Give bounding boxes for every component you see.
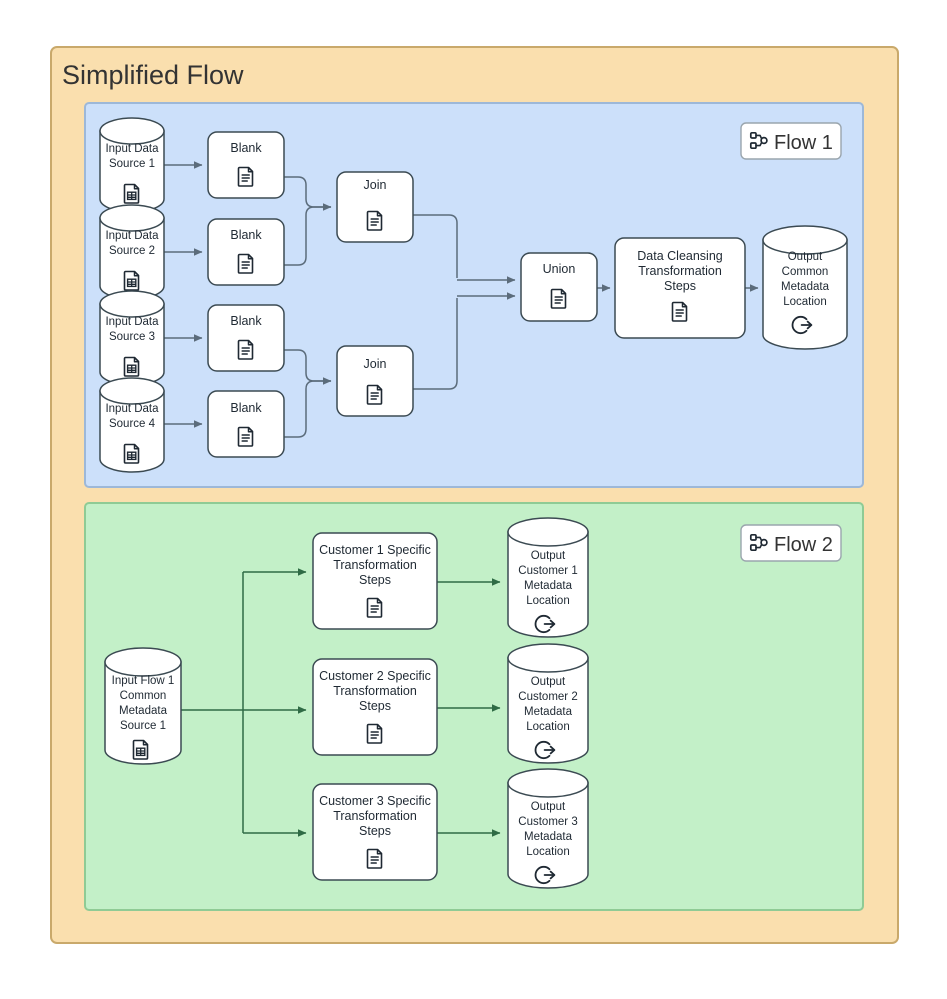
node-label-line: Metadata [524,580,573,592]
edge-join2-trunk [412,298,458,390]
node-label-line: Data Cleansing [637,249,723,263]
flow1-blank-4[interactable]: Blank [207,390,285,458]
node-label-line: Transformation [333,558,417,572]
flow2-input-flow1-common-metadata[interactable]: Input Flow 1 Common Metadata Source 1 [104,647,182,765]
page-title: Simplified Flow [62,60,244,90]
node-label-line: Steps [664,279,696,293]
flow1-input-source-1[interactable]: Input Data Source 1 [99,117,165,213]
node-label-line: Source 3 [109,331,155,343]
node-label-line: Customer 2 Specific [319,669,431,683]
node-label-line: Location [526,721,569,733]
node-label-line: Metadata [524,831,573,843]
flow2-output-customer-2[interactable]: Output Customer 2 Metadata Location [507,643,589,764]
flow2-badge-label: Flow 2 [774,534,833,556]
document-icon [366,384,383,405]
node-label-line: Input Data [105,316,159,328]
node-label-line: Common [782,266,829,278]
node-label-line: Customer 1 Specific [319,543,431,557]
node-label-line: Blank [230,314,262,328]
node-label-line: Join [364,178,387,192]
flow1-join-1[interactable]: Join [336,171,414,243]
node-label-line: Blank [230,401,262,415]
edge-blank2-join1 [284,206,331,266]
edge-blank3-join2 [284,349,332,385]
flow2-transform-customer-2[interactable]: Customer 2 Specific Transformation Steps [312,658,438,756]
flow1-union[interactable]: Union [520,252,598,322]
document-icon [237,253,254,274]
node-label-line: Customer 3 [518,816,577,828]
flow1-join-2[interactable]: Join [336,345,414,417]
node-label-line: Steps [359,573,391,587]
node-label-line: Source 1 [120,720,166,732]
table-file-icon [123,356,140,377]
flow1-input-source-3[interactable]: Input Data Source 3 [99,290,165,386]
document-icon [671,301,688,322]
flow1-input-source-2[interactable]: Input Data Source 2 [99,204,165,300]
node-label-line: Join [364,357,387,371]
flow1-blank-1[interactable]: Blank [207,131,285,199]
table-file-icon [123,443,140,464]
document-icon [550,288,567,309]
table-file-icon [123,270,140,291]
node-label-line: Input Data [105,143,159,155]
flow2-edges [176,568,501,837]
flow1-panel [84,102,864,488]
node-label-line: Source 4 [109,418,156,430]
edge-blank4-join2 [284,380,331,438]
node-label-line: Metadata [524,706,573,718]
node-label-line: Customer 3 Specific [319,794,431,808]
node-label-line: Input Data [105,230,159,242]
node-label-line: Metadata [119,705,168,717]
node-label-line: Input Flow 1 [112,675,175,687]
edge-join1-trunk [412,214,458,278]
edge-blank1-join1 [284,176,332,211]
node-label-line: Transformation [333,809,417,823]
node-label-line: Output [531,550,566,562]
flow1-output-common-metadata[interactable]: Output Common Metadata Location [762,225,848,350]
flow2-transform-customer-3[interactable]: Customer 3 Specific Transformation Steps [312,783,438,881]
flow2-transform-customer-1[interactable]: Customer 1 Specific Transformation Steps [312,532,438,630]
node-label-line: Location [526,846,569,858]
flow1-blank-3[interactable]: Blank [207,304,285,372]
node-label-line: Customer 1 [518,565,577,577]
document-icon [237,166,254,187]
node-label-line: Transformation [638,264,722,278]
flow2-panel [84,502,864,911]
node-label-line: Blank [230,141,262,155]
node-label-line: Steps [359,699,391,713]
flow1-blank-2[interactable]: Blank [207,218,285,286]
flow2-output-customer-1[interactable]: Output Customer 1 Metadata Location [507,517,589,638]
node-label-line: Transformation [333,684,417,698]
node-label-line: Union [543,262,576,276]
document-icon [366,848,383,869]
node-label-line: Common [120,690,167,702]
flow2-badge[interactable]: Flow 2 [740,524,842,562]
node-label-line: Steps [359,824,391,838]
node-label-line: Output [531,676,566,688]
document-icon [237,426,254,447]
flow2-output-customer-3[interactable]: Output Customer 3 Metadata Location [507,768,589,889]
node-label-line: Customer 2 [518,691,577,703]
node-label-line: Blank [230,228,262,242]
document-icon [366,597,383,618]
table-file-icon [123,183,140,204]
node-label-line: Metadata [781,281,830,293]
flow1-badge-label: Flow 1 [774,132,833,154]
node-label-line: Source 1 [109,158,155,170]
node-label-line: Source 2 [109,245,155,257]
flow1-input-source-4[interactable]: Input Data Source 4 [99,377,165,473]
node-label-line: Output [531,801,566,813]
flow1-edges [164,161,759,438]
document-icon [366,210,383,231]
node-label-line: Location [783,296,826,308]
node-label-line: Input Data [105,403,159,415]
document-icon [366,723,383,744]
flow1-data-cleansing[interactable]: Data Cleansing Transformation Steps [614,237,746,339]
node-label-line: Location [526,595,569,607]
table-file-icon [132,739,149,760]
node-label-line: Output [788,251,823,263]
document-icon [237,339,254,360]
flow1-badge[interactable]: Flow 1 [740,122,842,160]
